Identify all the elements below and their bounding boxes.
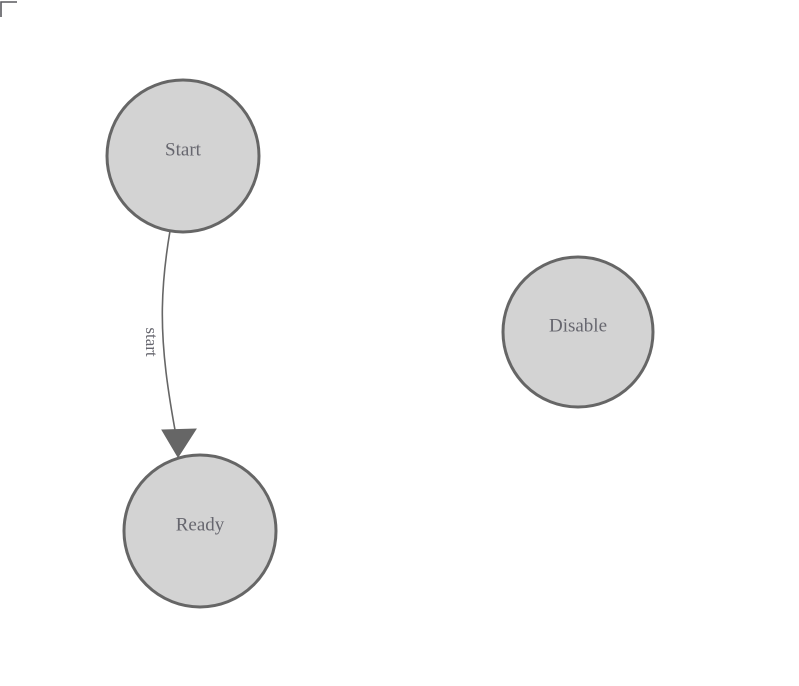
node-start[interactable]: Start bbox=[105, 78, 261, 234]
node-start-shape[interactable] bbox=[105, 78, 261, 234]
edges-layer: start bbox=[142, 230, 197, 458]
node-disable-label: Disable bbox=[549, 315, 607, 336]
node-ready-shape[interactable] bbox=[122, 453, 278, 609]
edge-line bbox=[161, 230, 179, 447]
node-disable[interactable]: Disable bbox=[501, 255, 655, 409]
corner-bracket-mark bbox=[0, 1, 17, 17]
node-start-label: Start bbox=[165, 139, 202, 160]
edge-label-start: start bbox=[142, 327, 161, 357]
edge-start-to-ready[interactable]: start bbox=[142, 230, 197, 458]
node-ready[interactable]: Ready bbox=[122, 453, 278, 609]
node-ready-label: Ready bbox=[176, 514, 225, 535]
edge-arrowhead-icon bbox=[161, 428, 197, 458]
node-disable-shape[interactable] bbox=[501, 255, 655, 409]
nodes-layer: Start Ready Disable bbox=[105, 78, 655, 609]
edge-label-group: start bbox=[142, 327, 161, 357]
